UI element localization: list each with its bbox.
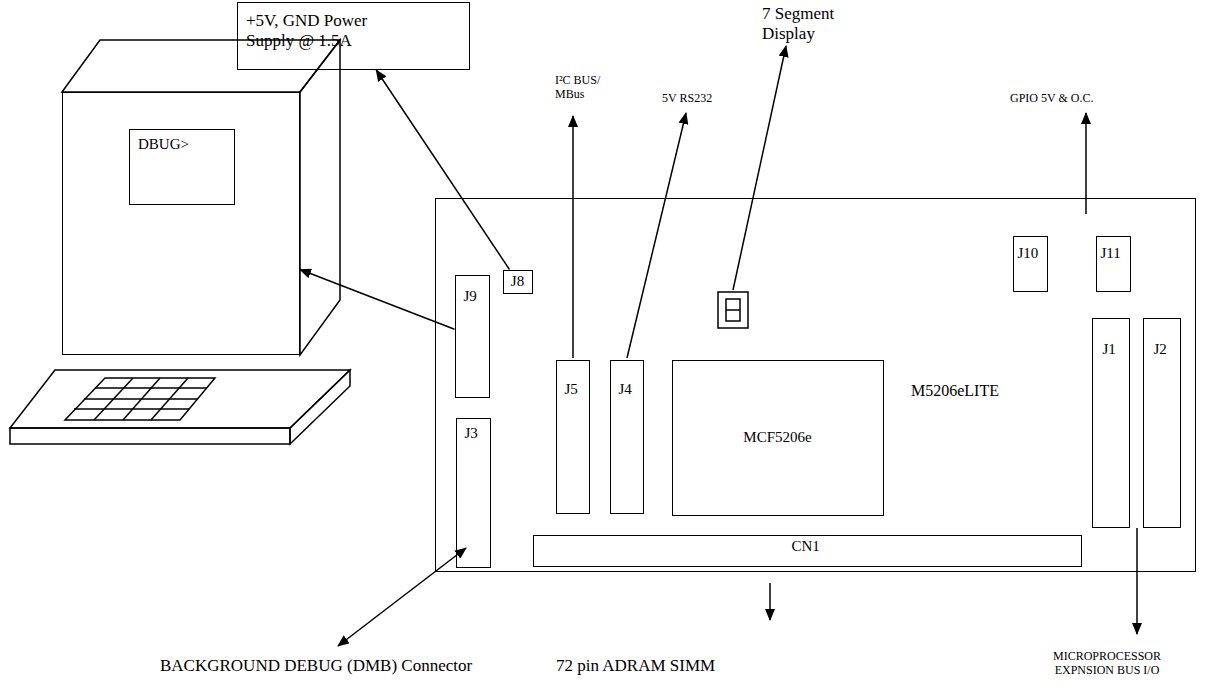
node-text: J4 (619, 381, 632, 398)
keyboard (10, 370, 350, 444)
simm-label: 72 pin ADRAM SIMM (556, 656, 746, 676)
expansion-bus-label: MICROPROCESSOR EXPNSION BUS I/O (1032, 650, 1182, 678)
seven-segment-display (718, 292, 748, 328)
debug-connector-label: BACKGROUND DEBUG (DMB) Connector (160, 656, 500, 676)
node-text: J2 (1154, 341, 1167, 358)
node-text: MCF5206e (743, 429, 811, 446)
connector-arrow (300, 270, 455, 330)
node-text: J1 (1103, 341, 1116, 358)
screen: DBUG> (129, 129, 235, 205)
node-text: J11 (1101, 245, 1121, 262)
computer-monitor (62, 40, 340, 355)
node-text: M5206eLITE (911, 382, 999, 400)
power-supply-box: +5V, GND Power Supply @ 1.5A (237, 2, 470, 70)
port-label: 5V RS232 (662, 92, 732, 106)
simm-socket: CN1 (533, 535, 1082, 567)
node-text: CN1 (792, 538, 820, 555)
processor-chip: MCF5206e (672, 360, 884, 516)
node-text: J9 (464, 288, 477, 305)
node-text: +5V, GND Power Supply @ 1.5A (246, 11, 406, 50)
leader-lines (338, 46, 1137, 646)
node-text: J3 (465, 425, 478, 442)
display-label: 7 Segment Display (762, 4, 846, 43)
connector-j8: J8 (503, 270, 533, 294)
gpio-label: GPIO 5V & O.C. (1010, 92, 1130, 106)
connector-j5: J5 (556, 360, 590, 514)
monitor-face: DBUG> (62, 92, 300, 355)
connector-j4: J4 (610, 360, 644, 514)
bus-label: I²C BUS/ MBus (555, 74, 617, 102)
connector-j2: J2 (1143, 318, 1181, 528)
node-text: J10 (1018, 245, 1039, 262)
connector-j11: J11 (1096, 236, 1131, 292)
connector-j1: J1 (1092, 318, 1130, 528)
node-text: J8 (511, 273, 524, 290)
connector-j3: J3 (456, 418, 491, 568)
connector-arrow (376, 70, 509, 270)
node-text: DBUG> (138, 136, 226, 153)
connector-j9: J9 (455, 275, 490, 398)
node-text: J5 (565, 381, 578, 398)
board-outline: M5206eLITE J8J9J5 J4 J10 J11J3 MCF5206e J1 J2CN… (435, 198, 1196, 572)
connector-j10: J10 (1013, 236, 1048, 292)
